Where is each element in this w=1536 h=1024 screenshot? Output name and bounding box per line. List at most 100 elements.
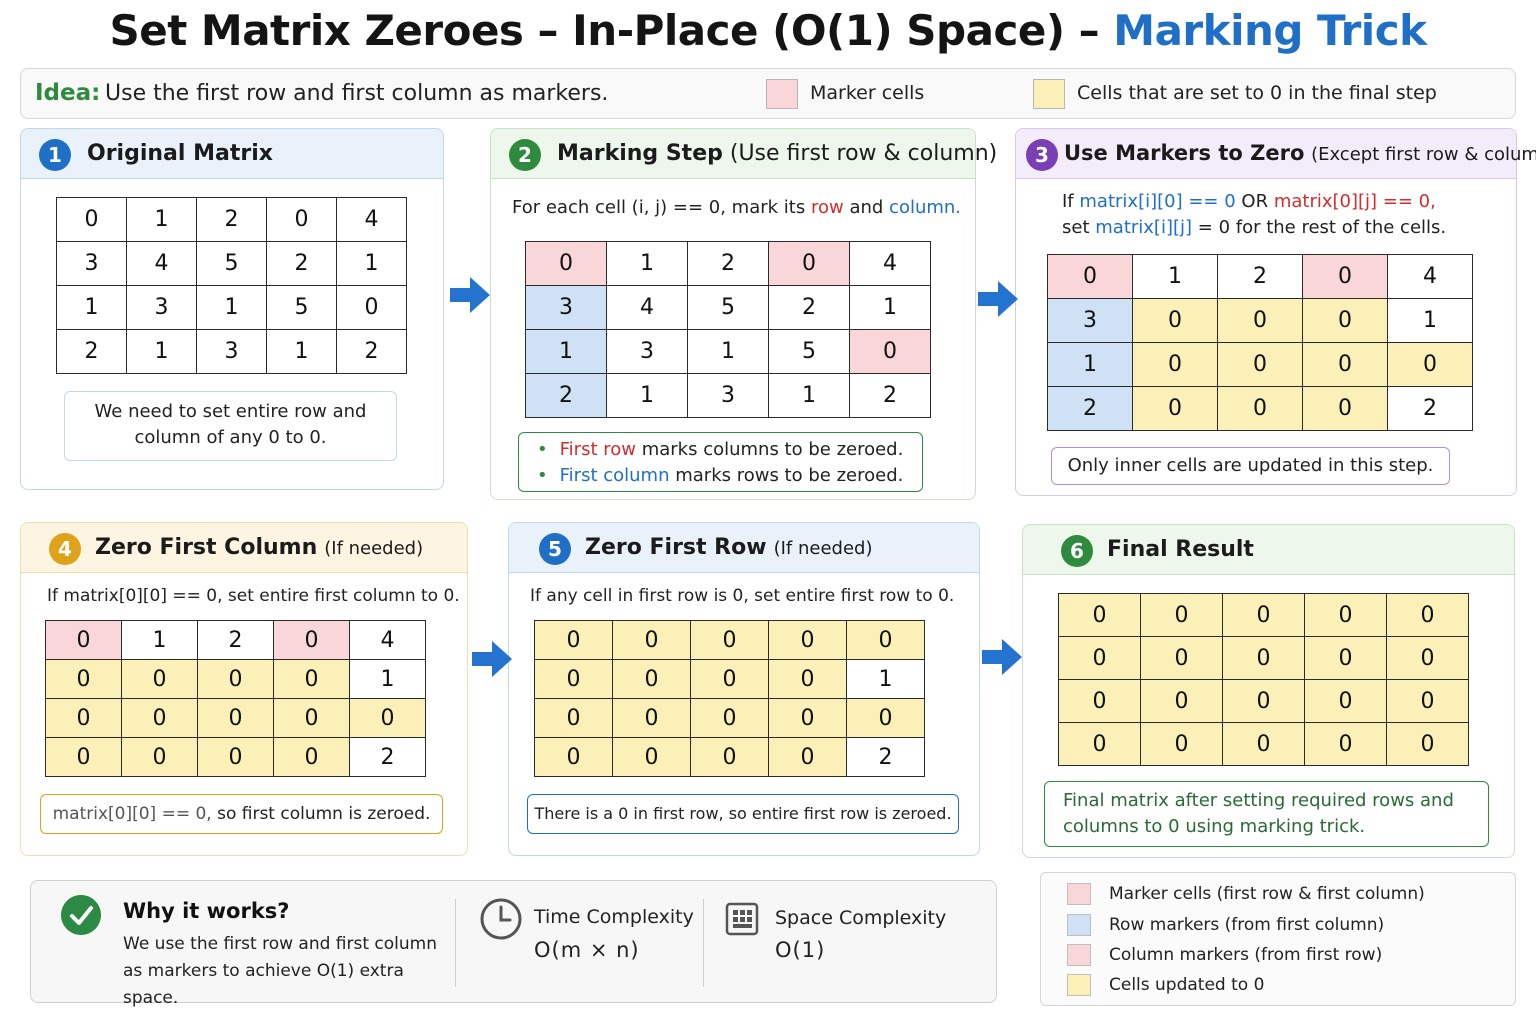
step-4-description: If matrix[0][0] == 0, set entire first c… <box>47 583 460 609</box>
matrix-cell: 0 <box>1058 593 1141 637</box>
matrix-cell: 0 <box>612 698 691 738</box>
step-3-panel: 3 Use Markers to Zero (Except first row … <box>1015 128 1536 496</box>
matrix-cell: 0 <box>1302 386 1388 431</box>
step-3-desc-target: matrix[i][j] <box>1095 217 1193 238</box>
step-5-title: Zero First Row (If needed) <box>585 535 872 560</box>
matrix-cell: 1 <box>1132 254 1218 299</box>
step-5-note-text: There is a 0 in first row, so entire fir… <box>534 804 952 823</box>
matrix-cell: 0 <box>1222 636 1305 680</box>
marker-swatch <box>766 79 798 109</box>
divider <box>455 899 456 987</box>
matrix-cell: 0 <box>45 737 122 777</box>
step-5-subtitle: (If needed) <box>773 538 873 559</box>
matrix-cell: 0 <box>1058 722 1141 766</box>
matrix-cell: 3 <box>1047 298 1133 343</box>
matrix-cell: 0 <box>336 285 407 330</box>
marker-swatch-label: Marker cells <box>810 82 925 104</box>
matrix-cell: 0 <box>846 620 925 660</box>
matrix-cell: 0 <box>1302 298 1388 343</box>
matrix-cell: 3 <box>126 285 197 330</box>
step-6-header: 6 Final Result <box>1023 525 1514 575</box>
step-1-title-text: Original Matrix <box>87 141 273 166</box>
arrow-right-icon <box>472 641 512 677</box>
step-4-subtitle: (If needed) <box>324 538 424 559</box>
matrix-cell: 0 <box>197 737 274 777</box>
step-3-subtitle: (Except first row & column) <box>1311 144 1536 165</box>
legend-swatch <box>1067 944 1091 966</box>
step-4-title: Zero First Column (If needed) <box>95 535 423 560</box>
step-3-description: If matrix[i][0] == 0 OR matrix[0][j] == … <box>1062 189 1446 241</box>
matrix-cell: 3 <box>525 285 607 330</box>
arrow-right-icon <box>982 639 1022 675</box>
matrix-cell: 1 <box>606 373 688 418</box>
matrix-cell: 0 <box>1304 593 1387 637</box>
step-1-title: Original Matrix <box>87 141 273 166</box>
matrix-cell: 0 <box>197 698 274 738</box>
matrix-cell: 1 <box>606 241 688 286</box>
matrix-cell: 1 <box>126 329 197 374</box>
step-1-badge: 1 <box>39 139 71 171</box>
matrix-cell: 1 <box>846 659 925 699</box>
step-2-title-text: Marking Step <box>557 141 723 166</box>
final-swatch <box>1033 79 1065 109</box>
step-3-desc-rest: = 0 for the rest of the cells. <box>1197 217 1447 238</box>
step-2-bullet-2: First column marks rows to be zeroed. <box>537 463 922 489</box>
bullet-1-colored: First row <box>559 439 636 460</box>
idea-text: Use the first row and first column as ma… <box>105 81 609 106</box>
matrix-cell: 0 <box>1132 298 1218 343</box>
step-3-title-text: Use Markers to Zero <box>1064 141 1305 165</box>
matrix-cell: 0 <box>1222 679 1305 723</box>
step-1-note: We need to set entire row and column of … <box>64 391 397 461</box>
matrix-cell: 0 <box>525 241 607 286</box>
matrix-cell: 4 <box>849 241 931 286</box>
matrix-cell: 5 <box>768 329 850 374</box>
matrix-cell: 0 <box>273 620 350 660</box>
matrix-cell: 0 <box>1386 593 1469 637</box>
matrix-cell: 0 <box>1386 679 1469 723</box>
matrix-cell: 0 <box>273 698 350 738</box>
matrix-cell: 5 <box>266 285 337 330</box>
matrix-cell: 1 <box>525 329 607 374</box>
step-4-note-rest: so first column is zeroed. <box>217 804 431 824</box>
matrix-cell: 0 <box>690 698 769 738</box>
check-circle-icon <box>61 895 101 935</box>
matrix-cell: 2 <box>196 197 267 242</box>
step-2-desc-col: column. <box>889 197 962 218</box>
matrix-cell: 0 <box>1302 254 1388 299</box>
matrix-cell: 0 <box>56 197 127 242</box>
step-6-note-text: Final matrix after setting required rows… <box>1063 790 1454 837</box>
space-complexity-label: Space Complexity <box>775 907 947 929</box>
why-heading: Why it works? <box>123 899 290 923</box>
matrix-cell: 1 <box>849 285 931 330</box>
matrix-cell: 0 <box>121 737 198 777</box>
matrix-cell: 0 <box>768 659 847 699</box>
matrix-cell: 2 <box>849 373 931 418</box>
step-5-description: If any cell in first row is 0, set entir… <box>530 583 954 609</box>
matrix-cell: 0 <box>1387 342 1473 387</box>
matrix-cell: 0 <box>1140 722 1223 766</box>
matrix-cell: 0 <box>1058 679 1141 723</box>
matrix-cell: 0 <box>534 659 613 699</box>
step-4-header: 4 Zero First Column (If needed) <box>21 523 467 573</box>
step-2-subtitle: (Use first row & column) <box>729 141 998 166</box>
step-3-note: Only inner cells are updated in this ste… <box>1051 447 1450 485</box>
legend-label: Column markers (from first row) <box>1109 945 1383 965</box>
matrix-cell: 1 <box>121 620 198 660</box>
step-3-note-text: Only inner cells are updated in this ste… <box>1067 455 1434 476</box>
matrix-cell: 3 <box>56 241 127 286</box>
matrix-cell: 0 <box>1058 636 1141 680</box>
bullet-2-colored: First column <box>559 465 670 486</box>
